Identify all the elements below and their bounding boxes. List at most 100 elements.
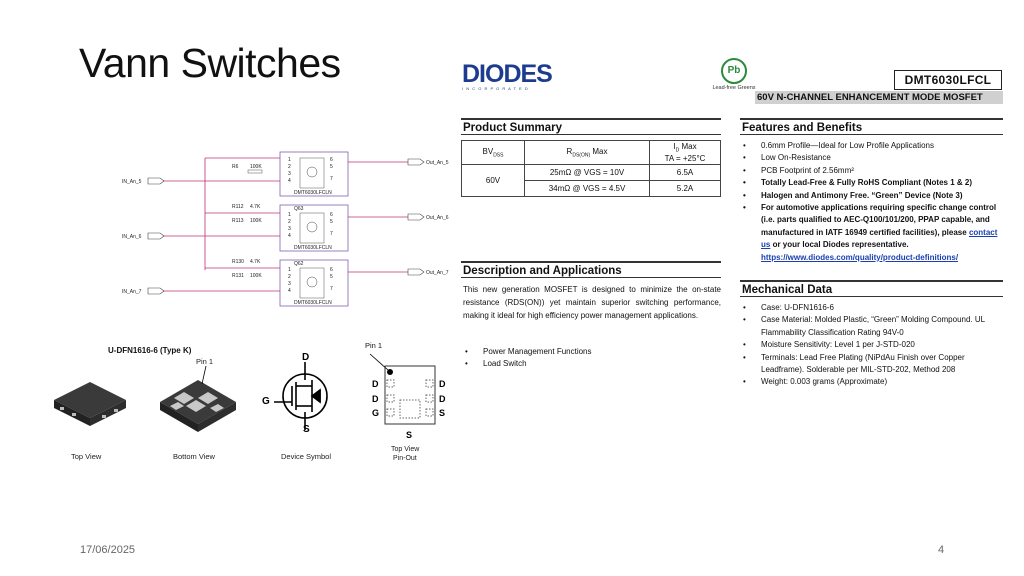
svg-text:6: 6	[330, 157, 333, 163]
list-item: Power Management Functions	[463, 346, 723, 359]
package-bottom-view	[160, 365, 236, 432]
features-list: 0.6mm Profile—Ideal for Low Profile Appl…	[741, 140, 1003, 264]
symbol-g: G	[262, 396, 270, 407]
rds-row-1: 25mΩ @ VGS = 10V	[524, 163, 650, 181]
slide-date: 17/06/2025	[80, 544, 136, 556]
caption-device-symbol: Device Symbol	[281, 452, 331, 461]
rds-row-2: 34mΩ @ VGS = 4.5V	[524, 179, 650, 197]
pinout-pin1-label: Pin 1	[365, 341, 383, 350]
svg-text:Q63: Q63	[294, 206, 304, 212]
svg-text:D: D	[439, 394, 446, 404]
package-pinout	[369, 353, 436, 425]
svg-text:4: 4	[288, 178, 291, 184]
diodes-logo: DIODES I N C O R P O R A T E D	[462, 60, 553, 92]
svg-text:7: 7	[330, 231, 333, 237]
list-item: For automotive applications requiring sp…	[741, 202, 1003, 264]
svg-text:1: 1	[288, 157, 291, 163]
list-item: Weight: 0.003 grams (Approximate)	[741, 376, 1003, 389]
caption-pinout-2: Pin-Out	[393, 455, 417, 462]
svg-text:7: 7	[330, 286, 333, 292]
schematic-rname-1: R6	[232, 164, 239, 170]
schematic-output-2: Out_An_6	[426, 215, 449, 221]
bv-value: 60V	[461, 163, 525, 197]
list-item: Terminals: Lead Free Plating (NiPdAu Fin…	[741, 352, 1003, 377]
list-item: Moisture Sensitivity: Level 1 per J-STD-…	[741, 339, 1003, 352]
mechanical-list: Case: U-DFN1616-6 Case Material: Molded …	[741, 302, 1003, 389]
contact-us-link[interactable]: contact us	[761, 227, 998, 250]
svg-text:3: 3	[288, 281, 291, 287]
symbol-s: S	[303, 424, 310, 435]
svg-text:4.7K: 4.7K	[250, 204, 261, 210]
svg-text:4: 4	[288, 233, 291, 239]
svg-text:DMT6030LFCLN: DMT6030LFCLN	[294, 190, 332, 196]
mechanical-heading: Mechanical Data	[740, 280, 1003, 297]
svg-text:7: 7	[330, 176, 333, 182]
list-item: Case Material: Molded Plastic, “Green” M…	[741, 314, 1003, 339]
caption-top-view: Top View	[71, 452, 102, 461]
lead-free-badge: Pb Lead-free Greens	[710, 58, 758, 91]
svg-text:2: 2	[288, 164, 291, 170]
list-item: Halogen and Antimony Free. “Green” Devic…	[741, 190, 1003, 203]
device-symbol-icon	[274, 362, 328, 430]
svg-text:5: 5	[330, 274, 333, 280]
svg-text:D: D	[372, 394, 379, 404]
part-number: DMT6030LFCL	[894, 70, 1002, 90]
schematic-output-1: Out_An_5	[426, 160, 449, 166]
schematic-input-3: IN_An_7	[122, 289, 142, 295]
svg-text:R113: R113	[232, 218, 244, 224]
quality-definitions-link[interactable]: https://www.diodes.com/quality/product-d…	[761, 252, 959, 262]
package-top-view	[54, 382, 126, 426]
package-drawings: Top View Pin 1 Bottom View	[54, 352, 446, 462]
applications-list: Power Management Functions Load Switch	[463, 346, 723, 371]
svg-text:S: S	[406, 430, 412, 440]
svg-text:R131: R131	[232, 273, 244, 279]
svg-text:4: 4	[288, 288, 291, 294]
svg-text:100K: 100K	[250, 218, 262, 224]
pin1-label: Pin 1	[196, 357, 213, 366]
schematic-input-2: IN_An_6	[122, 234, 142, 240]
schematic-channel-2: Out_An_6 IN_An_6 R112 4.7K R113 100K Q63…	[122, 204, 449, 252]
svg-text:1: 1	[288, 267, 291, 273]
svg-text:R130: R130	[232, 259, 244, 265]
list-item: Totally Lead-Free & Fully RoHS Compliant…	[741, 177, 1003, 190]
svg-text:2: 2	[288, 274, 291, 280]
svg-text:D: D	[439, 379, 446, 389]
schematic-channel-3: Out_An_7 IN_An_7 R130 4.7K R131 100K Q62…	[122, 259, 449, 307]
product-summary-heading: Product Summary	[461, 118, 721, 135]
list-item: Load Switch	[463, 358, 723, 371]
svg-text:5: 5	[330, 164, 333, 170]
list-item: Case: U-DFN1616-6	[741, 302, 1003, 315]
svg-text:4.7K: 4.7K	[250, 259, 261, 265]
schematic-input-1: IN_An_5	[122, 179, 142, 185]
slide-number: 4	[938, 544, 945, 556]
id-row-1: 6.5A	[649, 163, 721, 181]
svg-text:2: 2	[288, 219, 291, 225]
svg-text:5: 5	[330, 219, 333, 225]
list-item: 0.6mm Profile—Ideal for Low Profile Appl…	[741, 140, 1003, 153]
svg-text:6: 6	[330, 267, 333, 273]
pb-icon: Pb	[721, 58, 747, 84]
description-text: This new generation MOSFET is designed t…	[463, 285, 721, 320]
schematic-output-3: Out_An_7	[426, 270, 449, 276]
id-row-2: 5.2A	[649, 179, 721, 197]
features-heading: Features and Benefits	[740, 118, 1003, 135]
symbol-d: D	[302, 352, 309, 363]
svg-text:100K: 100K	[250, 273, 262, 279]
svg-text:1: 1	[288, 212, 291, 218]
svg-text:100K: 100K	[250, 164, 262, 170]
description-heading: Description and Applications	[461, 261, 721, 278]
part-subtitle: 60V N-CHANNEL ENHANCEMENT MODE MOSFET	[755, 91, 1003, 104]
svg-text:S: S	[439, 408, 445, 418]
svg-text:R112: R112	[232, 204, 244, 210]
svg-text:D: D	[372, 379, 379, 389]
svg-text:DMT6030LFCLN: DMT6030LFCLN	[294, 245, 332, 251]
svg-text:3: 3	[288, 171, 291, 177]
svg-text:3: 3	[288, 226, 291, 232]
svg-text:G: G	[372, 408, 379, 418]
svg-text:6: 6	[330, 212, 333, 218]
list-item: Low On-Resistance	[741, 152, 1003, 165]
svg-text:Q62: Q62	[294, 261, 304, 267]
